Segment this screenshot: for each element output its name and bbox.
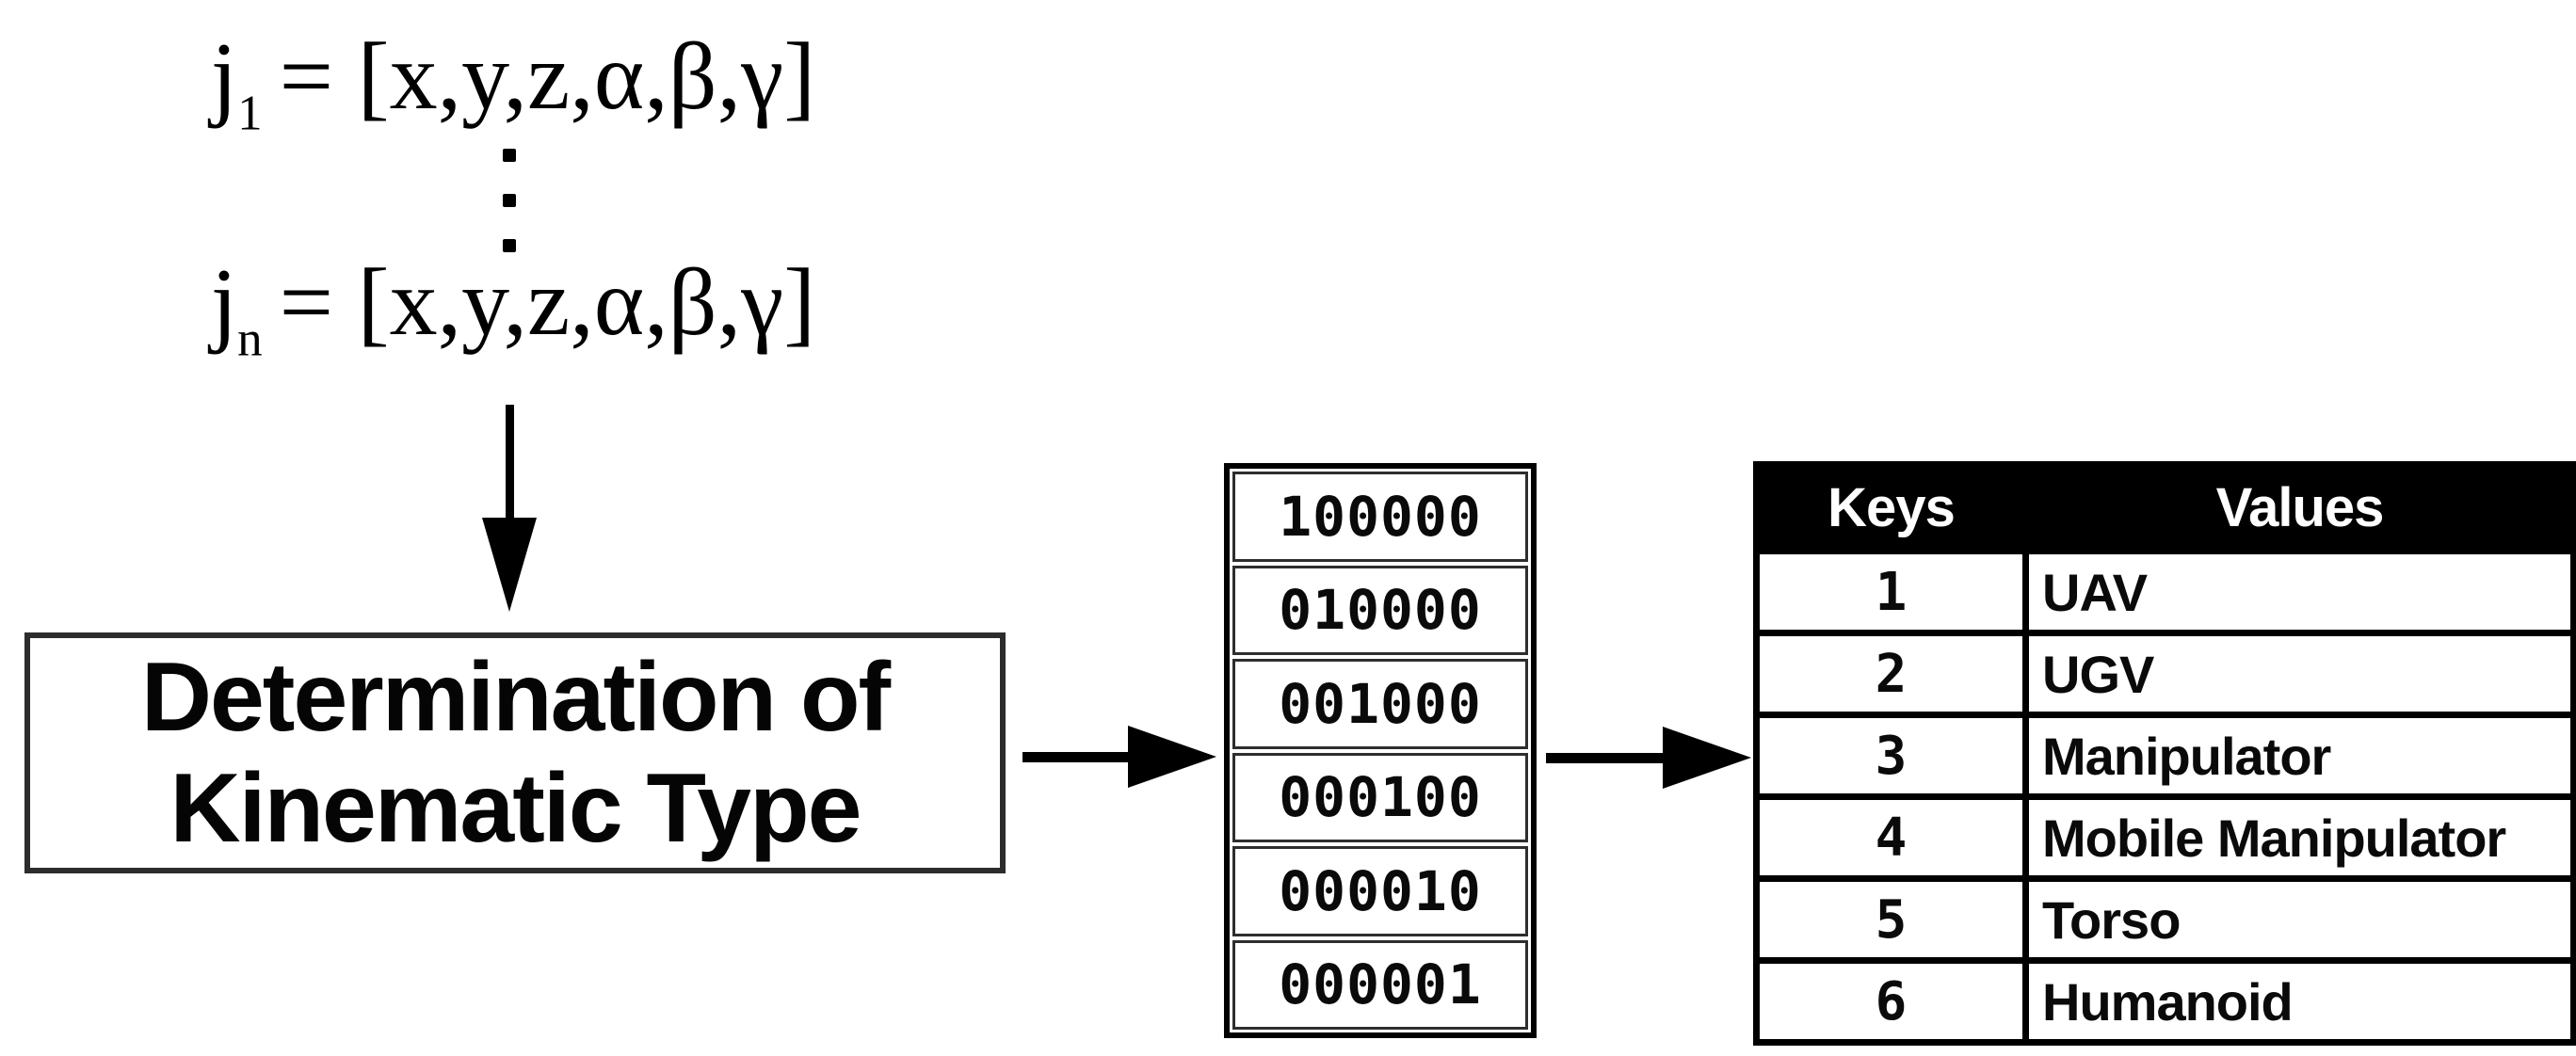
equation-subscript: 1 xyxy=(237,86,263,141)
table-row: 4 Mobile Manipulator xyxy=(1753,793,2576,882)
values-column-header: Values xyxy=(2022,461,2576,554)
right-arrow-1-icon xyxy=(1128,726,1216,788)
process-box: Determination of Kinematic Type xyxy=(24,632,1006,873)
ellipsis-dot xyxy=(503,239,516,252)
value-cell: UAV xyxy=(2022,548,2576,636)
value-cell: Torso xyxy=(2022,875,2576,964)
right-arrow-2-icon xyxy=(1663,727,1751,789)
keys-column-header: Keys xyxy=(1753,461,2029,554)
down-arrow-shaft xyxy=(506,405,514,523)
equation-symbol: j xyxy=(210,249,238,356)
table-row: 6 Humanoid xyxy=(1753,957,2576,1046)
down-arrow-icon xyxy=(482,518,537,612)
joint-equation-nth: jn = [x,y,z,α,β,γ] xyxy=(141,237,885,369)
binary-cell: 000100 xyxy=(1232,752,1528,842)
binary-cell: 100000 xyxy=(1232,472,1528,562)
value-cell: UGV xyxy=(2022,630,2576,718)
binary-cell: 000001 xyxy=(1232,939,1528,1030)
key-cell: 3 xyxy=(1753,712,2029,800)
process-box-line1: Determination of xyxy=(140,643,891,752)
binary-cell: 000010 xyxy=(1232,846,1528,936)
key-cell: 1 xyxy=(1753,548,2029,636)
table-row: 2 UGV xyxy=(1753,630,2576,718)
table-header-row: Keys Values xyxy=(1753,461,2576,554)
key-cell: 2 xyxy=(1753,630,2029,718)
ellipsis-dot xyxy=(503,149,516,162)
equation-body: = [x,y,z,α,β,γ] xyxy=(279,249,816,356)
equation-symbol: j xyxy=(210,24,238,130)
key-value-table: Keys Values 1 UAV 2 UGV 3 Manipulator 4 … xyxy=(1753,461,2576,1046)
equation-subscript: n xyxy=(237,312,263,367)
value-cell: Mobile Manipulator xyxy=(2022,793,2576,882)
key-cell: 5 xyxy=(1753,875,2029,964)
binary-code-column: 100000 010000 001000 000100 000010 00000… xyxy=(1224,463,1537,1038)
table-row: 3 Manipulator xyxy=(1753,712,2576,800)
key-cell: 6 xyxy=(1753,957,2029,1046)
key-cell: 4 xyxy=(1753,793,2029,882)
joint-equation-first: j1 = [x,y,z,α,β,γ] xyxy=(141,11,885,143)
table-row: 5 Torso xyxy=(1753,875,2576,964)
table-row: 1 UAV xyxy=(1753,548,2576,636)
equation-body: = [x,y,z,α,β,γ] xyxy=(279,24,816,130)
binary-cell: 010000 xyxy=(1232,565,1528,655)
ellipsis-dot xyxy=(503,194,516,207)
vertical-ellipsis xyxy=(503,149,516,252)
right-arrow-1-shaft xyxy=(1022,752,1137,762)
right-arrow-2-shaft xyxy=(1546,753,1666,763)
process-box-line2: Kinematic Type xyxy=(169,754,862,863)
binary-cell: 001000 xyxy=(1232,659,1528,749)
value-cell: Humanoid xyxy=(2022,957,2576,1046)
value-cell: Manipulator xyxy=(2022,712,2576,800)
